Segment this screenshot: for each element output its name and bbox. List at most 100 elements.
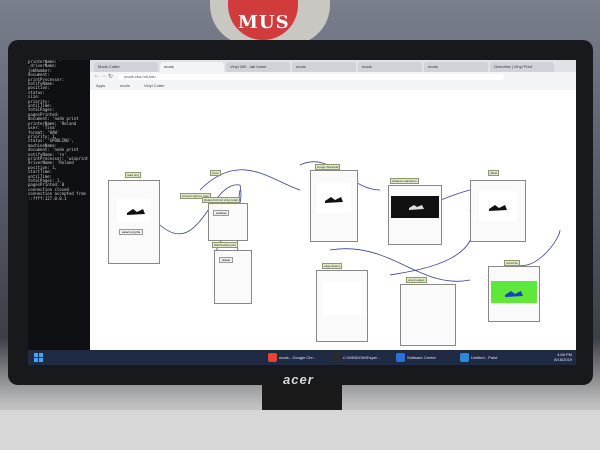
bookmark-item[interactable]: Vinyl Cutter: [144, 83, 165, 88]
terminal-line: user: 'Tina': [28, 125, 57, 131]
stamp-drawing-icon: [127, 209, 145, 215]
terminal-line: ::ffff:127.0.0.1: [28, 195, 67, 201]
distance-title: distance transform: [390, 178, 419, 184]
terminal-line: startTime:: [28, 169, 53, 175]
vectorize-title: vectorize: [504, 260, 521, 266]
distance-preview: [391, 196, 439, 218]
terminal-line: status: 'SPOOLING',: [28, 138, 74, 144]
clock-time: 4:58 PM: [557, 352, 572, 357]
browser-tab[interactable]: mods: [292, 62, 356, 72]
terminal-line: priority:: [28, 98, 50, 104]
read-png-node[interactable]: select png file: [108, 180, 160, 264]
monitor-stand: [262, 385, 342, 411]
windows-start-icon[interactable]: [34, 353, 43, 362]
taskbar-app-icon[interactable]: [396, 353, 405, 362]
terminal-line: position:: [28, 85, 50, 91]
stamp-drawing-icon: [325, 197, 343, 203]
threshold-preview: [317, 183, 351, 213]
select-png-button[interactable]: select png file: [119, 229, 144, 235]
websocket-title: WebSocket print: [212, 242, 238, 248]
vectorize-node[interactable]: [488, 266, 540, 322]
terminal-line: connection closed: [28, 186, 69, 192]
bookmark-item[interactable]: Apps: [96, 83, 106, 88]
settings-node[interactable]: settings: [208, 203, 248, 241]
terminal-line: totalPages:: [28, 107, 55, 113]
image-threshold-node[interactable]: [310, 170, 358, 242]
offset-title: offset: [488, 170, 500, 176]
address-bar: ← → ↻ mods.cba.mit.edu: [90, 72, 576, 82]
terminal-line: printerName: 'Roland: [28, 120, 77, 126]
threshold-title: image threshold: [315, 164, 341, 170]
threshold-port[interactable]: input: [210, 170, 221, 176]
terminal-line: document: 'node print: [28, 116, 79, 122]
terminal-line: driverName: 'Roland: [28, 160, 74, 166]
terminal-line: _driverName:: [28, 63, 57, 69]
reload-icon[interactable]: ↻: [108, 74, 114, 80]
offset-preview: [479, 191, 517, 221]
terminal-line: notifyName: 'ro': [28, 151, 67, 157]
edge-detect-node[interactable]: [316, 270, 368, 342]
terminal-line: jobNumber:: [28, 67, 53, 73]
browser-tab[interactable]: mods: [424, 62, 488, 72]
terminal-line: notifyName:: [28, 81, 55, 87]
taskbar-item[interactable]: C:\WINDOWS\syst...: [343, 355, 380, 360]
terminal-line: machineName:: [28, 142, 57, 148]
terminal-line: totalPages: 1,: [28, 177, 62, 183]
terminal-line: size:: [28, 94, 41, 100]
bookmarks-bar: Apps mods Vinyl Cutter: [90, 82, 576, 90]
stamp-drawing-icon: [489, 205, 507, 211]
read-png-title: read png: [125, 172, 141, 178]
vectorize-preview: [491, 281, 537, 303]
distance-transform-node[interactable]: [388, 185, 442, 245]
taskbar-item[interactable]: mods - Google Chr...: [279, 355, 316, 360]
websocket-status[interactable]: status: [219, 257, 234, 263]
terminal-line: position: 1,: [28, 164, 57, 170]
settings-button[interactable]: settings: [213, 210, 230, 216]
terminal-line: printerName: ': [28, 60, 62, 64]
mods-canvas[interactable]: select png file read png convert rgba to…: [90, 90, 576, 350]
offset-node[interactable]: [470, 180, 526, 242]
stamp-drawing-icon: [505, 291, 523, 297]
edge-preview: [323, 281, 361, 315]
monitor-screen: printerName: '_driverName:jobNumber:docu…: [28, 60, 576, 365]
url-field[interactable]: mods.cba.mit.edu: [118, 74, 504, 80]
browser-tab[interactable]: mods: [358, 62, 422, 72]
browser-tab[interactable]: Mods Cutter: [94, 62, 158, 72]
terminal-line: untilTime:: [28, 173, 53, 179]
terminal-line: pagesPrinted: 0: [28, 182, 65, 188]
terminal-line: priority: 1,: [28, 133, 57, 139]
terminal-line: status:: [28, 89, 45, 95]
terminal-line: printProcessor:: [28, 76, 65, 82]
taskbar-app-icon[interactable]: [268, 353, 277, 362]
roland-node-title: Roland GX-24 vinyl cutter: [202, 197, 241, 203]
bookmark-item[interactable]: mods: [120, 83, 130, 88]
taskbar-item[interactable]: Software Center: [407, 355, 436, 360]
desk-surface: [0, 410, 600, 450]
taskbar-clock[interactable]: 4:58 PM 8/16/2019: [554, 352, 572, 362]
preview-image: [117, 199, 151, 223]
browser-tab[interactable]: mods: [160, 62, 224, 72]
terminal-line: pagesPrinted:: [28, 111, 60, 117]
terminal-line: document: 'node print: [28, 147, 79, 153]
terminal-line: document:: [28, 72, 50, 78]
terminal-line: untilTime:: [28, 103, 53, 109]
orient-title: orient edges: [406, 277, 427, 283]
taskbar-item[interactable]: Untitled - Paint: [471, 355, 498, 360]
clock-date: 8/16/2019: [554, 357, 572, 362]
convert-node[interactable]: convert rgba to map: [180, 193, 211, 199]
terminal-window[interactable]: printerName: '_driverName:jobNumber:docu…: [28, 60, 90, 350]
back-icon[interactable]: ←: [94, 73, 100, 79]
forward-icon[interactable]: →: [101, 73, 107, 79]
terminal-line: printProcessor: 'winprint: [28, 155, 89, 161]
taskbar: mods - Google Chr... C:\WINDOWS\syst... So…: [28, 350, 576, 365]
orient-edges-node[interactable]: [400, 284, 456, 346]
poster-text: MUS: [238, 12, 290, 33]
browser-tab[interactable]: Overview | Vinyl Print: [490, 62, 554, 72]
websocket-node[interactable]: status: [214, 250, 252, 304]
taskbar-app-icon[interactable]: [460, 353, 469, 362]
browser-tab[interactable]: Vinyl 250 - lab home: [226, 62, 290, 72]
taskbar-app-icon[interactable]: [332, 353, 341, 362]
terminal-line: format: 'RAW': [28, 129, 60, 135]
